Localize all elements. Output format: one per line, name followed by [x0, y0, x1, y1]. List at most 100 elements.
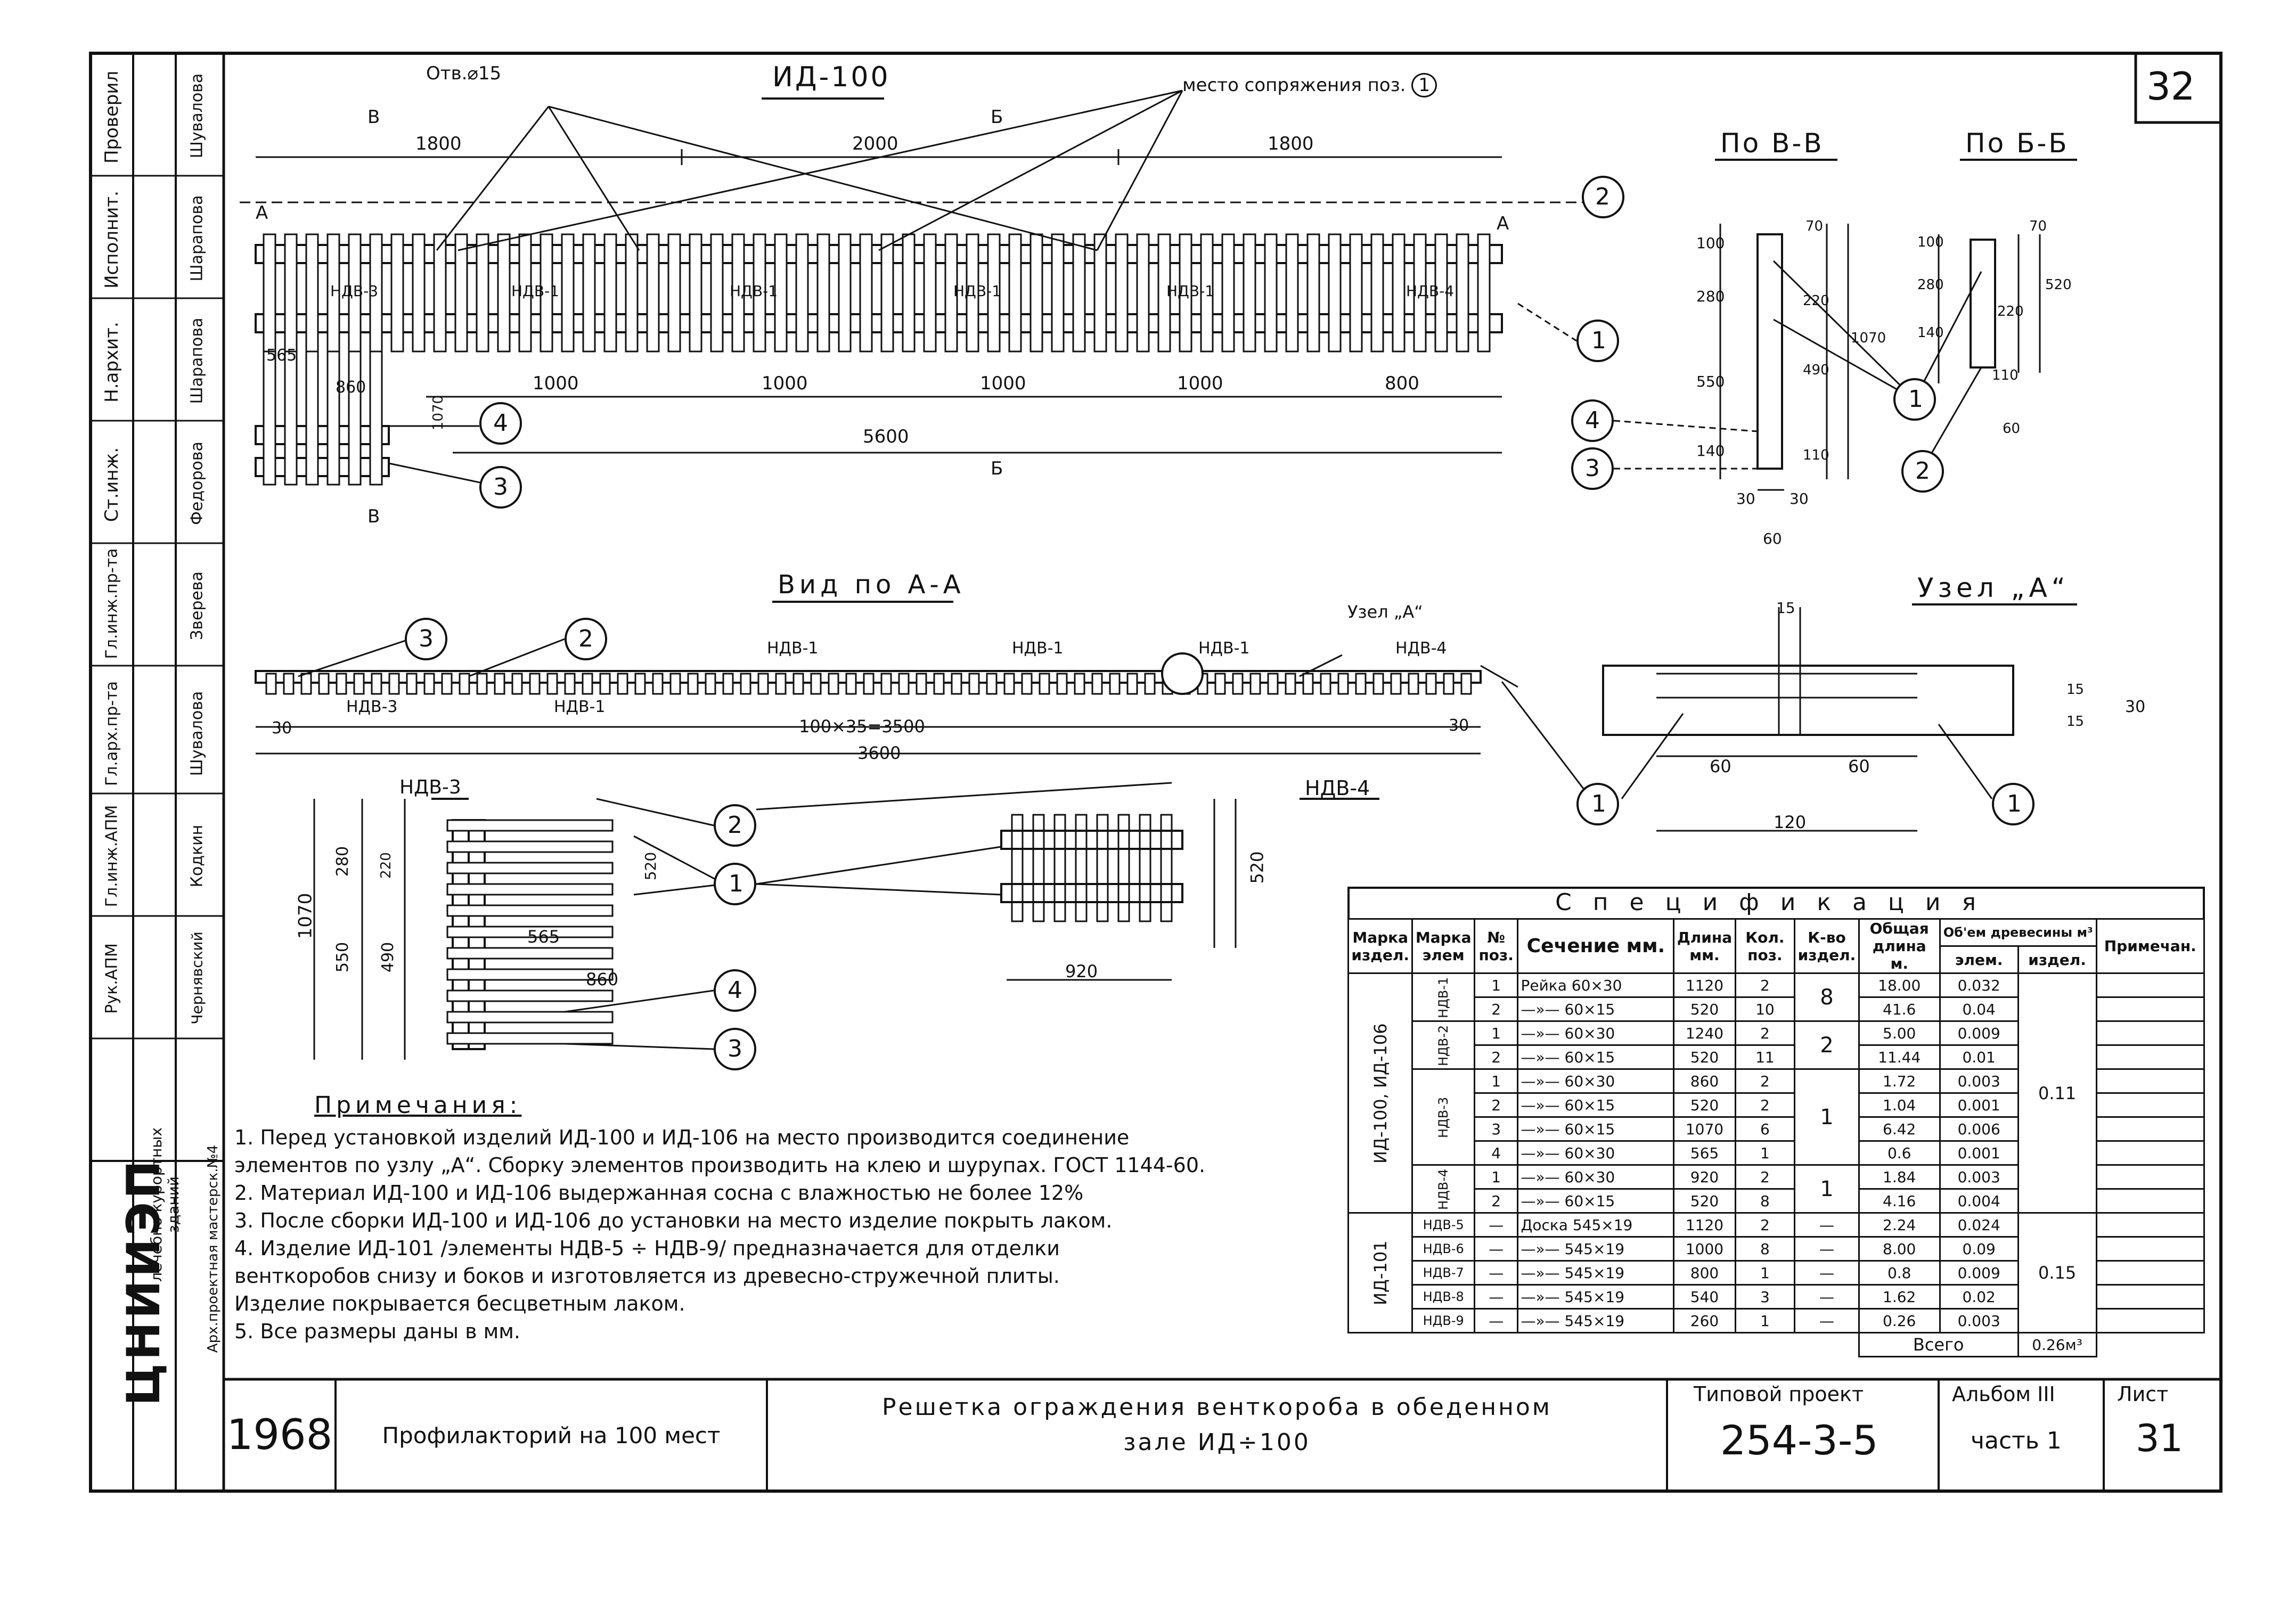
element-slat: [1160, 814, 1173, 922]
spec-table: Марка издел. Марка элем № поз. Сечение м…: [1347, 918, 2205, 1357]
spec-total: 5.00: [1858, 1020, 1941, 1046]
plan-dim: 2000: [852, 133, 898, 154]
element-slat: [446, 840, 614, 853]
aa-slat: [371, 673, 382, 695]
object-name: Профилакторий на 100 мест: [382, 1422, 721, 1448]
aa-slat: [916, 673, 927, 695]
note-item: 5. Все размеры даны в мм.: [234, 1320, 520, 1343]
aa-slat: [599, 673, 611, 695]
plan-slat: [561, 233, 575, 353]
spec-subheader: издел.: [2017, 945, 2097, 974]
aa-slat: [792, 673, 804, 695]
plan-elem-label: НДВ-1: [511, 282, 560, 300]
element-slat: [446, 1032, 614, 1045]
section-dim: 100: [1917, 234, 1944, 250]
plan-slat: [1392, 233, 1406, 353]
cut-mark-b: Б: [991, 107, 1003, 128]
spec-total: 8.00: [1858, 1236, 1941, 1262]
spec-section: —»— 60×30: [1517, 1020, 1675, 1046]
spec-section: —»— 545×19: [1517, 1236, 1675, 1262]
plan-slat: [1456, 233, 1469, 353]
callout-number: 4: [1585, 407, 1600, 434]
spec-qty: 1: [1734, 1140, 1796, 1166]
spec-header: Длина мм.: [1673, 918, 1736, 974]
spec-length: 1120: [1673, 1212, 1736, 1238]
plan-elem-label: НДВ-1: [1166, 282, 1215, 300]
section-dim: 220: [1803, 293, 1829, 309]
spec-elem: НДВ-5: [1411, 1212, 1475, 1238]
aa-slat: [687, 673, 699, 695]
plan-slat: [305, 233, 319, 353]
ndv3-dim: 550: [333, 942, 353, 973]
album-part: часть 1: [1971, 1427, 2062, 1454]
aa-slat: [494, 673, 505, 695]
aa-slat: [1337, 673, 1349, 695]
spec-elem: НДВ-4: [1412, 1165, 1475, 1213]
spec-note: [2095, 1164, 2205, 1190]
aa-slat: [652, 673, 664, 695]
plan-dim: 860: [336, 378, 366, 397]
plan-slat: [582, 233, 596, 353]
aa-slat: [1126, 673, 1138, 695]
aa-slat: [1144, 673, 1156, 695]
section-dim: 60: [2003, 421, 2021, 437]
spec-blank: [1349, 1333, 1859, 1357]
spec-kit: 1: [1794, 1164, 1860, 1214]
spec-qty: 1: [1734, 1260, 1796, 1286]
aa-slat: [898, 673, 910, 695]
note-item: элементов по узлу „А“. Сборку элементов …: [234, 1153, 1206, 1177]
spec-note: [2095, 1068, 2205, 1094]
ndv3-dim: 280: [333, 846, 353, 877]
plan-slat: [284, 233, 298, 353]
plan-slat: [1157, 233, 1171, 353]
note-item: 3. После сборки ИД-100 и ИД-106 до устан…: [234, 1209, 1113, 1232]
spec-volume: 0.003: [1939, 1308, 2019, 1333]
element-slat: [446, 1011, 614, 1024]
spec-pos: 1: [1473, 1164, 1519, 1190]
note-item: венткоробов снизу и боков и изготовляетс…: [234, 1264, 1060, 1288]
spec-volume: 0.003: [1939, 1164, 2019, 1190]
section-dim: 30: [1790, 490, 1809, 508]
ndv4-dim: 920: [1065, 961, 1098, 981]
plan-elem-label: НДВ-1: [730, 282, 778, 300]
aa-slat: [318, 673, 330, 695]
spec-total: 1.62: [1858, 1284, 1941, 1310]
aa-slat: [388, 673, 400, 695]
aa-slat: [1091, 673, 1103, 695]
spec-qty: 2: [1734, 1020, 1796, 1046]
plan-slat: [1200, 233, 1214, 353]
element-slat: [446, 989, 614, 1002]
plan-dim: 1000: [533, 373, 579, 394]
plan-slat: [774, 233, 788, 353]
spec-length: 260: [1673, 1308, 1736, 1333]
callout-number: 1: [729, 870, 743, 897]
spec-volume: 0.024: [1939, 1212, 2019, 1238]
plan-slat: [625, 233, 639, 353]
aa-slat: [705, 673, 716, 695]
ndv1-dim: 860: [586, 969, 619, 989]
spec-section: —»— 545×19: [1517, 1284, 1675, 1310]
ndv3-dim: 220: [378, 852, 394, 879]
plan-slat: [1434, 233, 1448, 353]
plan-slat: [795, 233, 809, 353]
spec-subheader: элем.: [1939, 945, 2019, 974]
aa-slat: [775, 673, 787, 695]
list-label: Лист: [2117, 1382, 2169, 1406]
plan-slat: [710, 233, 724, 353]
section-dim: 70: [1805, 218, 1824, 234]
ndv3-dim: 490: [379, 942, 398, 973]
spec-block: Спецификация Марка издел. Марка элем № п…: [1347, 887, 2205, 1357]
aa-dim: 100×35=3500: [799, 716, 925, 736]
plan-slat: [838, 233, 852, 353]
aa-slat: [845, 673, 857, 695]
plan-slat: [816, 233, 830, 353]
element-slat: [1139, 814, 1151, 922]
aa-dim: 30: [272, 719, 292, 738]
view-aa-title: Вид по А-А: [778, 570, 965, 600]
